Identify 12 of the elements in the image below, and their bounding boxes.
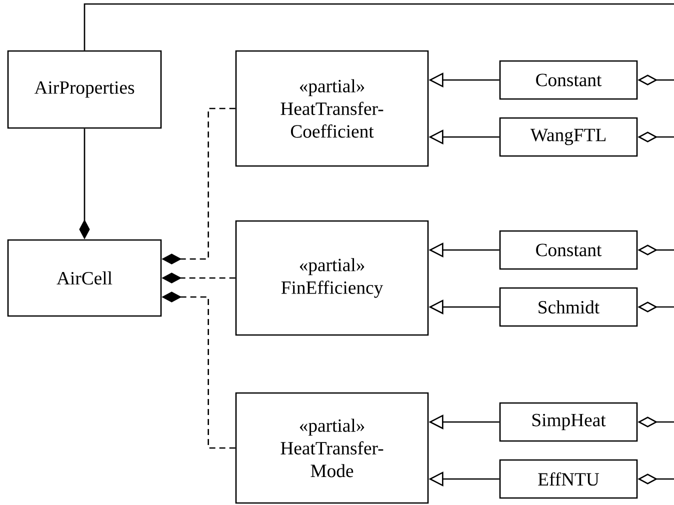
class-box: SimpHeat	[499, 402, 638, 442]
class-box: Constant	[499, 60, 638, 100]
class-box: Constant	[499, 230, 638, 270]
class-box: Schmidt	[499, 287, 638, 327]
class-box: «partial» FinEfficiency	[235, 220, 429, 336]
class-box: EffNTU	[499, 459, 638, 499]
class-box: WangFTL	[499, 117, 638, 157]
class-box: AirProperties	[7, 50, 162, 129]
line	[84, 3, 674, 50]
class-box: «partial» HeatTransfer- Coefficient	[235, 50, 429, 167]
class-box: AirCell	[7, 239, 162, 317]
class-box: «partial» HeatTransfer- Mode	[235, 392, 429, 504]
